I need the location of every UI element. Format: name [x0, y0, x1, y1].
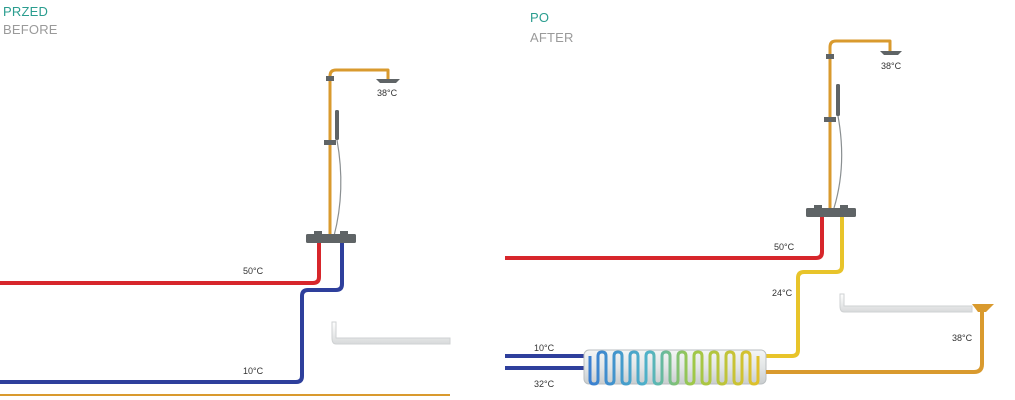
before-title-en: BEFORE	[3, 22, 58, 37]
after-cold-temp-label: 10°C	[534, 343, 555, 353]
after-diagram: 38°C 50°C 24°C 10°C 32°C 38°C	[505, 39, 994, 389]
before-shower-temp-label: 38°C	[377, 88, 398, 98]
after-shower-tray	[839, 293, 973, 313]
after-mixer-knob-left	[814, 205, 822, 208]
after-drain-funnel	[972, 304, 994, 312]
before-shower-tray	[331, 321, 451, 345]
after-exchanger-coil	[588, 350, 760, 386]
before-hot-temp-label: 50°C	[243, 266, 264, 276]
after-hand-shower	[836, 84, 840, 116]
before-cold-pipe	[0, 243, 344, 384]
after-panel: PO AFTER	[500, 0, 1015, 400]
before-mixer-valve	[306, 234, 356, 243]
after-shower-temp-label: 38°C	[881, 61, 902, 71]
before-panel: PRZED BEFORE 38°C 5	[0, 0, 455, 400]
before-mixer-knob-right	[340, 231, 348, 234]
after-shower-hose	[833, 115, 843, 209]
after-hot-pipe	[505, 216, 824, 260]
after-riser-clamp-top	[826, 54, 834, 59]
after-mixer-valve	[806, 208, 856, 217]
before-cold-temp-label: 10°C	[243, 366, 264, 376]
before-shower-hose	[333, 139, 342, 237]
after-heat-exchanger	[583, 349, 767, 385]
before-riser-clamp-top	[326, 76, 334, 81]
before-hand-shower	[335, 110, 339, 140]
before-riser-clamp-mid	[324, 140, 336, 145]
after-preheated-temp-label: 24°C	[772, 288, 793, 298]
after-drain-in-temp-label: 38°C	[952, 333, 973, 343]
after-riser-clamp-mid	[824, 117, 836, 122]
before-mixer-knob-left	[314, 231, 322, 234]
before-diagram: 38°C 50°C 10°C	[0, 68, 451, 396]
after-hot-temp-label: 50°C	[774, 242, 795, 252]
after-shower-head	[880, 51, 902, 55]
before-shower-head	[376, 79, 400, 83]
before-shower-riser	[328, 68, 390, 236]
before-hot-pipe	[0, 243, 321, 285]
after-drain-pipe	[766, 312, 984, 374]
after-mixer-knob-right	[840, 205, 848, 208]
after-shower-riser	[828, 39, 892, 208]
after-preheated-pipe	[764, 216, 844, 358]
after-title-pl: PO	[530, 10, 550, 25]
after-drain-out-temp-label: 32°C	[534, 379, 555, 389]
after-title-en: AFTER	[530, 30, 574, 45]
before-title-pl: PRZED	[3, 4, 49, 19]
